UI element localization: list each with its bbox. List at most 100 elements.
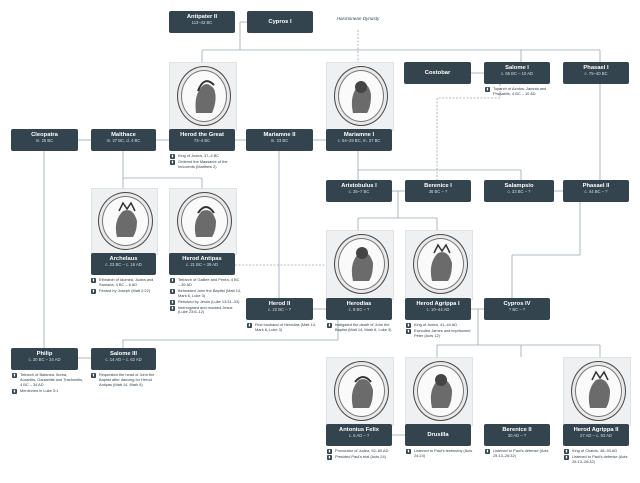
node-dates: c. 14 AD – c. 62 AD [105,357,142,363]
node-cypros[interactable]: Cypros I [247,11,313,33]
node-phasael2[interactable]: Phasael II c. 44 BC – ? [563,180,629,202]
node-berenice2[interactable]: Berenice II 30 AD – ? [484,424,550,446]
node-mariamne1[interactable]: Mariamne I c. 54–29 BC, m. 37 BC [326,129,392,151]
book-icon: ▮ [170,305,175,311]
note-archelaus: ▮Ethnarch of Idumea, Judea and Samaria, … [91,277,159,295]
node-philip[interactable]: Philip c. 20 BC – 34 AD [11,348,78,370]
coin-antipas [177,192,232,250]
note-text: Tetrarch of Batanea, Iturea, Auranitis, … [20,372,84,387]
note-text: King of Judea, 41–44 AD [414,322,458,327]
node-dates: 27 AD – c. 93 AD [580,433,612,439]
node-felix[interactable]: Antonius Felix c. 5 AD – ? [326,424,392,446]
book-icon: ▮ [170,278,175,283]
node-dates: c. 75–40 BC [584,71,608,77]
note-agrippa1: ▮King of Judea, 41–44 AD ▮Executed James… [406,322,476,340]
book-icon: ▮ [91,278,96,283]
node-name: Costobar [424,70,451,76]
book-icon: ▮ [91,288,96,294]
node-name: Berenice I [424,183,452,189]
node-name: Phasael I [583,65,609,71]
node-name: Drusilla [427,432,449,438]
portrait-herodias [326,230,394,300]
node-dates: c. 44 BC – ? [584,189,608,195]
node-herod2[interactable]: Herod II c. 22 BC – ? [246,298,313,320]
node-phasael1[interactable]: Phasael I c. 75–40 BC [563,62,629,84]
node-aristobulus[interactable]: Aristobulus I c. 35–7 BC [326,180,392,202]
node-antipas[interactable]: Herod Antipas c. 21 BC – 39 AD [169,253,235,275]
coin-herodias [334,234,389,294]
node-name: Antonius Felix [339,427,379,433]
node-dates: c. 33 BC – ? [507,189,531,195]
note-herod2: ▮First husband of Herodias (Matt 14, Mar… [247,322,319,334]
node-dates: 73–4 BC [193,138,211,144]
node-agrippa1[interactable]: Herod Agrippa I c. 10–44 AD [405,298,471,320]
node-costobar[interactable]: Costobar [404,62,471,84]
note-salome3: ▮Requested the head of John the Baptist … [91,372,163,389]
note-felix: ▮Procurator of Judea, 52–60 AD ▮Presided… [327,448,399,461]
node-salome1[interactable]: Salome I c. 65 BC – 10 AD [484,62,550,84]
node-malthace[interactable]: Malthace m. 27 BC, d. 4 BC [91,129,156,151]
portrait-felix [326,357,394,426]
portrait-antipas [169,188,237,255]
book-icon: ▮ [170,288,175,294]
coin-felix [334,361,389,421]
portrait-agrippa1 [405,230,473,300]
node-dates: c. 54–29 BC, m. 37 BC [337,138,381,144]
node-berenice1[interactable]: Berenice I 36 BC – ? [405,180,471,202]
book-icon: ▮ [485,87,490,92]
book-icon: ▮ [170,154,175,159]
dynasty-label: Hasmonean Dynasty [336,16,380,21]
note-text: Ethnarch of Idumea, Judea and Samaria, 4… [99,277,154,287]
node-dates: m. 25 BC [35,138,54,144]
portrait-agrippa2 [563,357,631,426]
node-name: Aristobulus I [341,183,377,189]
node-name: Herod Antipas [182,256,222,262]
note-text: Beheaded John the Baptist (Matt 14, Mark… [178,287,242,298]
note-philip: ▮Tetrarch of Batanea, Iturea, Auranitis,… [12,372,84,395]
note-drusilla: ▮Listened to Paul's testimony (Acts 24:2… [406,448,476,460]
node-agrippa2[interactable]: Herod Agrippa II 27 AD – c. 93 AD [563,424,629,446]
node-mariamne2[interactable]: Mariamne II m. 23 BC [246,129,313,151]
node-name: Salampsio [504,183,534,189]
node-dates: c. 23 BC – c. 18 AD [105,262,142,268]
node-dates: m. 27 BC, d. 4 BC [106,138,141,144]
book-icon: ▮ [91,373,96,378]
node-cleopatra[interactable]: Cleopatra m. 25 BC [11,129,78,151]
node-dates: c. 65 BC – 10 AD [500,71,534,77]
note-text: Listened to Paul's defense (Acts 25:13–2… [572,454,628,464]
node-name: Malthace [111,132,136,138]
coin-agrippa1 [413,234,468,294]
book-icon: ▮ [406,329,411,334]
note-text: King of Judea, 37–4 BC [178,153,220,158]
node-cypros4[interactable]: Cypros IV ? BC – ? [484,298,550,320]
portrait-archelaus [91,188,158,255]
node-dates: 30 AD – ? [507,433,527,439]
node-name: Cleopatra [31,132,58,138]
note-text: King of Chalcis, 48–93 AD [572,448,618,453]
coin-archelaus [98,192,153,250]
note-text: Requested the head of John the Baptist a… [99,372,155,387]
node-salome3[interactable]: Salome III c. 14 AD – c. 62 AD [91,348,156,370]
node-salampsio[interactable]: Salampsio c. 33 BC – ? [484,180,554,202]
note-herod-great: ▮King of Judea, 37–4 BC ▮Ordered the Mas… [170,153,240,171]
book-icon: ▮ [406,449,411,454]
book-icon: ▮ [12,388,17,394]
book-icon: ▮ [170,160,175,165]
note-text: Presided Paul's trial (Acts 24) [335,454,386,459]
node-name: Salome I [505,65,529,71]
node-archelaus[interactable]: Archelaus c. 23 BC – c. 18 AD [91,253,156,275]
node-antipater[interactable]: Antipater II 113–43 BC [169,11,235,33]
node-name: Mariamne I [343,132,375,138]
node-dates: c. 5 AD – ? [348,433,370,439]
book-icon: ▮ [406,323,411,328]
node-name: Herodias [346,301,372,307]
node-name: Cypros I [268,19,292,25]
node-dates: c. 20 BC – 34 AD [28,357,61,363]
node-herodias[interactable]: Herodias c. 8 BC – ? [326,298,392,320]
node-drusilla[interactable]: Drusilla [405,424,471,446]
node-herod-great[interactable]: Herod the Great 73–4 BC [169,129,235,151]
node-dates: 113–43 BC [191,20,213,26]
note-text: Rebuked by Jesus (Luke 13:31–33) [178,298,240,304]
node-dates: m. 23 BC [270,138,289,144]
note-text: Listened to Paul's testimony (Acts 24:24… [414,448,473,458]
